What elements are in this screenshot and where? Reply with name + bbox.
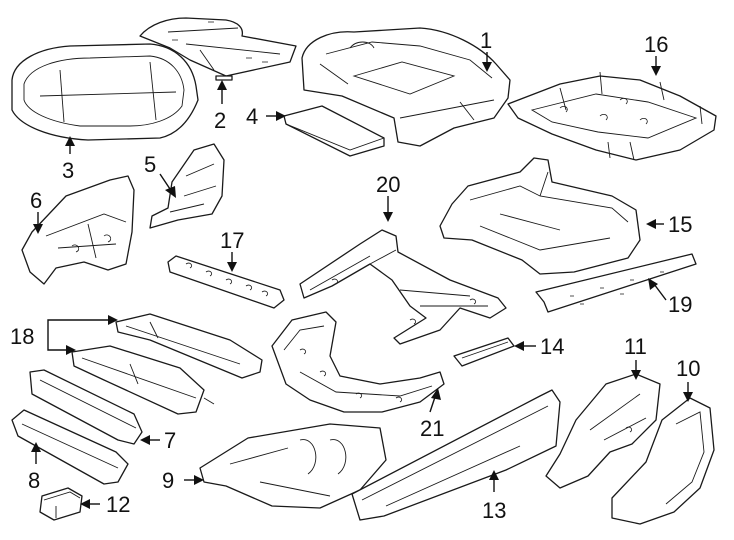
callout-15: 15 — [668, 212, 692, 237]
part-1-seat-foam — [301, 27, 511, 147]
part-11-side-panel — [545, 373, 661, 489]
part-16-frame — [507, 71, 717, 161]
part-8-side-cover — [11, 409, 129, 485]
callout-14: 14 — [540, 334, 564, 359]
part-15-seat-pan — [439, 157, 641, 275]
callout-labels: 1 2 3 4 5 6 7 8 9 10 11 12 13 14 15 16 1… — [10, 28, 700, 523]
callout-7: 7 — [164, 428, 176, 453]
part-14-bracket — [453, 337, 515, 367]
callout-2: 2 — [214, 108, 226, 133]
callout-11: 11 — [624, 334, 647, 359]
callout-16: 16 — [644, 32, 668, 57]
part-20-track-frame — [299, 229, 507, 345]
part-10-outer-shield — [611, 397, 715, 525]
part-4-foam-pad — [283, 105, 385, 157]
part-6-side-shield — [21, 175, 135, 285]
callout-6: 6 — [30, 188, 42, 213]
callout-20: 20 — [376, 172, 400, 197]
part-19-rail — [535, 253, 697, 313]
part-5-side-bracket — [149, 143, 225, 229]
callout-1: 1 — [480, 28, 492, 53]
callout-21: 21 — [420, 416, 444, 441]
part-12-block — [39, 487, 83, 521]
callout-9: 9 — [162, 468, 174, 493]
part-7-trim-strip — [29, 369, 143, 445]
callout-17: 17 — [220, 228, 244, 253]
leader-lines — [31, 52, 693, 509]
callout-8: 8 — [28, 468, 40, 493]
part-17-plate — [167, 255, 285, 309]
callout-13: 13 — [482, 498, 506, 523]
callout-10: 10 — [676, 356, 700, 381]
callout-3: 3 — [62, 158, 74, 183]
part-21-seat-frame — [271, 311, 445, 413]
callout-4: 4 — [246, 104, 258, 129]
callout-19: 19 — [668, 292, 692, 317]
part-13-side-trim — [351, 389, 561, 521]
callout-12: 12 — [106, 492, 130, 517]
callout-18: 18 — [10, 324, 34, 349]
callout-5: 5 — [144, 152, 156, 177]
part-18-tracks — [71, 313, 263, 415]
part-2-seat-carrier — [139, 17, 297, 81]
part-3-cushion-pad — [11, 43, 199, 141]
